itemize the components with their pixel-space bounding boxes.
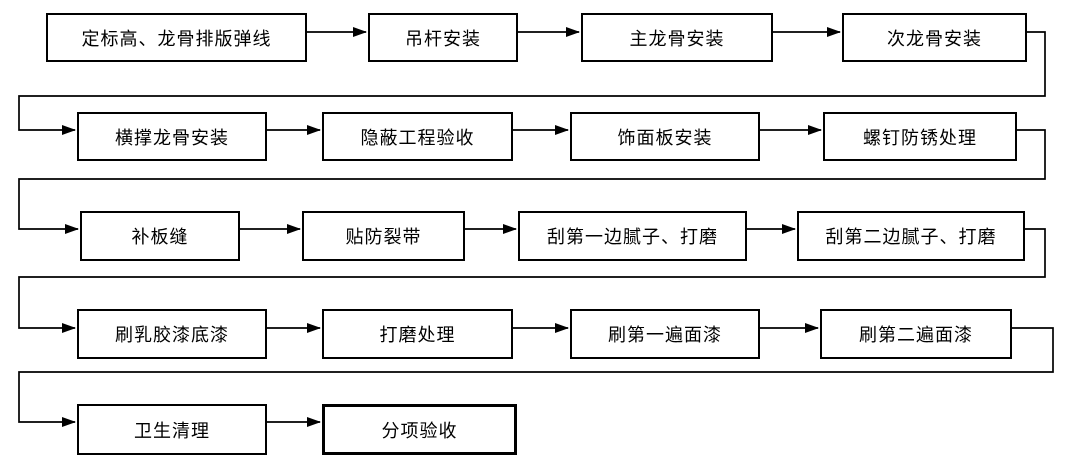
flow-step-first-putty-sanding: 刮第一边腻子、打磨: [518, 211, 747, 261]
arrow-icon: [18, 27, 1054, 427]
flow-step-concealed-work-acceptance: 隐蔽工程验收: [322, 112, 513, 161]
flow-step-face-panel-install: 饰面板安装: [570, 112, 760, 161]
flow-step-second-topcoat: 刷第二遍面漆: [820, 309, 1012, 359]
flow-step-hanger-install: 吊杆安装: [368, 13, 518, 62]
flow-step-sanding-treatment: 打磨处理: [322, 309, 513, 359]
flow-step-fill-board-joints: 补板缝: [80, 211, 240, 261]
flow-step-anti-crack-tape: 贴防裂带: [302, 211, 465, 261]
flow-step-screw-rust-proofing: 螺钉防锈处理: [823, 112, 1017, 161]
flow-step-set-elevation-layout-line: 定标高、龙骨排版弹线: [46, 13, 307, 62]
flow-step-cross-brace-runner-install: 横撑龙骨安装: [77, 112, 267, 161]
flow-step-second-putty-sanding: 刮第二边腻子、打磨: [797, 211, 1025, 261]
flow-step-cleaning: 卫生清理: [77, 404, 267, 455]
flow-step-first-topcoat: 刷第一遍面漆: [570, 309, 760, 359]
flow-step-secondary-runner-install: 次龙骨安装: [842, 13, 1027, 62]
flow-step-latex-primer-coat: 刷乳胶漆底漆: [77, 309, 267, 359]
flow-step-main-runner-install: 主龙骨安装: [581, 13, 773, 62]
flow-step-section-acceptance: 分项验收: [322, 404, 517, 455]
